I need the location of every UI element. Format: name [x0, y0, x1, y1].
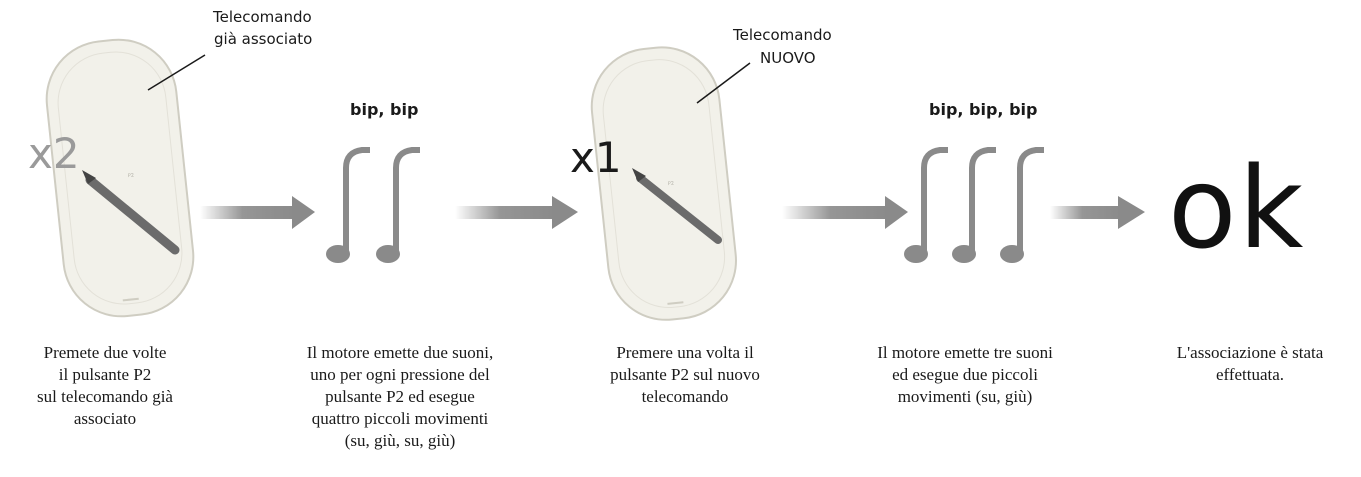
caption-line: il pulsante P2 — [58, 365, 152, 384]
caption-line: Premete due volte — [43, 343, 167, 362]
caption-line: movimenti (su, giù) — [897, 387, 1033, 406]
step-4-caption: Il motore emette tre suoni ed esegue due… — [840, 342, 1090, 408]
caption-line: pulsante P2 sul nuovo — [610, 365, 760, 384]
caption-line: effettuata. — [1215, 365, 1285, 384]
caption-line: uno per ogni pressione del — [310, 365, 490, 384]
result-ok-label: ok — [1168, 144, 1305, 274]
right-arrow-icon — [200, 196, 315, 229]
music-note-icon — [1000, 147, 1044, 263]
caption-line: Premere una volta il — [616, 343, 754, 362]
music-note-icon — [904, 147, 948, 263]
step-1-caption: Premete due volte il pulsante P2 sul tel… — [0, 342, 210, 430]
step-3-caption: Premere una volta il pulsante P2 sul nuo… — [580, 342, 790, 408]
caption-line: ed esegue due piccoli — [892, 365, 1038, 384]
caption-line: quattro piccoli movimenti — [311, 409, 489, 428]
press-count-old: x2 — [28, 129, 80, 178]
svg-text:P2: P2 — [128, 173, 135, 180]
remote-control-new-icon: P2 — [590, 46, 751, 321]
pairing-diagram: P2 Telecomando già associato x2 bip, bip… — [28, 8, 1305, 321]
caption-line: (su, giù, su, giù) — [344, 431, 456, 450]
music-note-icon — [376, 147, 420, 263]
stylus-pen-icon — [82, 170, 180, 255]
caption-line: Il motore emette tre suoni — [877, 343, 1053, 362]
music-note-icon — [952, 147, 996, 263]
remote-new-label-line1: Telecomando — [732, 26, 832, 44]
step-2-caption: Il motore emette due suoni, uno per ogni… — [265, 342, 535, 452]
svg-text:P2: P2 — [668, 181, 675, 188]
caption-line: L'associazione è stata — [1176, 343, 1324, 362]
step-5-caption: L'associazione è stata effettuata. — [1145, 342, 1355, 386]
remote-old-label-line1: Telecomando — [212, 8, 312, 26]
beeps-three-label: bip, bip, bip — [929, 100, 1037, 119]
stylus-pen-icon — [632, 168, 722, 244]
beeps-two-label: bip, bip — [350, 100, 418, 119]
remote-control-old-icon: P2 — [45, 38, 206, 318]
caption-line: associato — [73, 409, 137, 428]
remote-new-label-line2: NUOVO — [760, 49, 816, 67]
caption-line: Il motore emette due suoni, — [306, 343, 494, 362]
right-arrow-icon — [455, 196, 578, 229]
remote-old-label-line2: già associato — [214, 30, 312, 48]
music-note-icon — [326, 147, 370, 263]
caption-line: pulsante P2 ed esegue — [325, 387, 475, 406]
press-count-new: x1 — [570, 133, 622, 182]
caption-line: sul telecomando già — [37, 387, 173, 406]
right-arrow-icon — [1050, 196, 1145, 229]
caption-line: telecomando — [641, 387, 729, 406]
right-arrow-icon — [782, 196, 908, 229]
